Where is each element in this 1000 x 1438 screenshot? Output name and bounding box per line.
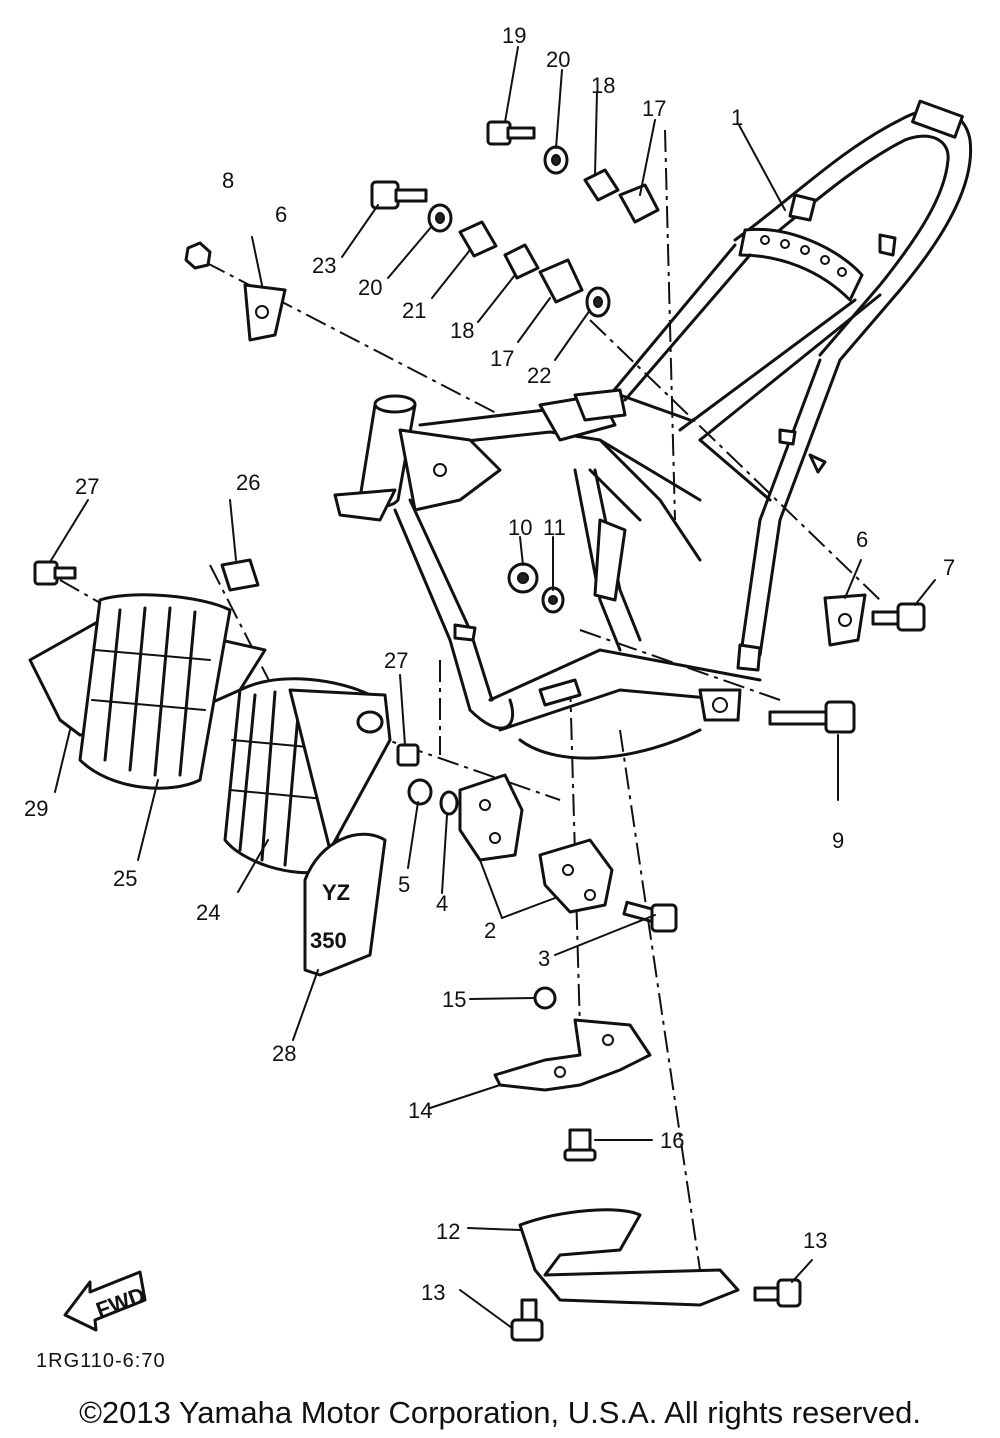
callout-19: 19 — [502, 23, 526, 48]
callout-22: 22 — [527, 363, 551, 388]
callout-18a: 18 — [591, 73, 615, 98]
callout-12: 12 — [436, 1219, 460, 1244]
callout-5: 5 — [398, 872, 410, 897]
callout-20b: 20 — [358, 275, 382, 300]
callout-15: 15 — [442, 987, 466, 1012]
copyright-notice: ©2013 Yamaha Motor Corporation, U.S.A. A… — [79, 1395, 921, 1430]
engine-guard-parts — [493, 986, 652, 1162]
fwd-arrow: FWD — [63, 1270, 148, 1332]
callout-4: 4 — [436, 891, 448, 916]
callout-26: 26 — [236, 470, 260, 495]
callout-23: 23 — [312, 253, 336, 278]
cross-brace-holes — [760, 235, 847, 277]
callout-27a: 27 — [75, 474, 99, 499]
callout-3: 3 — [538, 946, 550, 971]
callout-20a: 20 — [546, 47, 570, 72]
callout-28: 28 — [272, 1041, 296, 1066]
frame-protector — [510, 1208, 802, 1342]
side-covers — [28, 558, 459, 875]
callout-11: 11 — [543, 515, 566, 540]
callout-13b: 13 — [421, 1280, 445, 1305]
callout-10: 10 — [508, 515, 532, 540]
engine-brackets — [458, 773, 678, 933]
callout-24: 24 — [196, 900, 220, 925]
callout-1: 1 — [731, 105, 743, 130]
top-mount-hardware — [184, 120, 926, 734]
diagram-reference-code: 1RG110-6:70 — [36, 1350, 166, 1372]
callout-14: 14 — [408, 1098, 432, 1123]
callout-27b: 27 — [384, 648, 408, 673]
callout-13a: 13 — [803, 1228, 827, 1253]
model-decal: YZ 350 — [303, 832, 387, 977]
main-frame — [333, 99, 973, 760]
callout-6a: 6 — [275, 202, 287, 227]
callout-7: 7 — [943, 555, 955, 580]
callout-25: 25 — [113, 866, 137, 891]
callout-21: 21 — [402, 298, 426, 323]
callout-8: 8 — [222, 168, 234, 193]
callouts: 1 2 3 4 5 6 6 7 8 9 10 11 12 13 13 14 15… — [24, 23, 955, 1305]
callout-29: 29 — [24, 796, 48, 821]
callout-2: 2 — [484, 918, 496, 943]
decal-text-1: YZ — [322, 880, 350, 905]
callout-16: 16 — [660, 1128, 684, 1153]
callout-17a: 17 — [642, 96, 666, 121]
callout-18b: 18 — [450, 318, 474, 343]
callout-17b: 17 — [490, 346, 514, 371]
callout-6b: 6 — [856, 527, 868, 552]
callout-9: 9 — [832, 828, 844, 853]
guard-25-slats — [91, 606, 211, 777]
decal-text-2: 350 — [310, 928, 347, 953]
leader-lines — [49, 46, 936, 1329]
